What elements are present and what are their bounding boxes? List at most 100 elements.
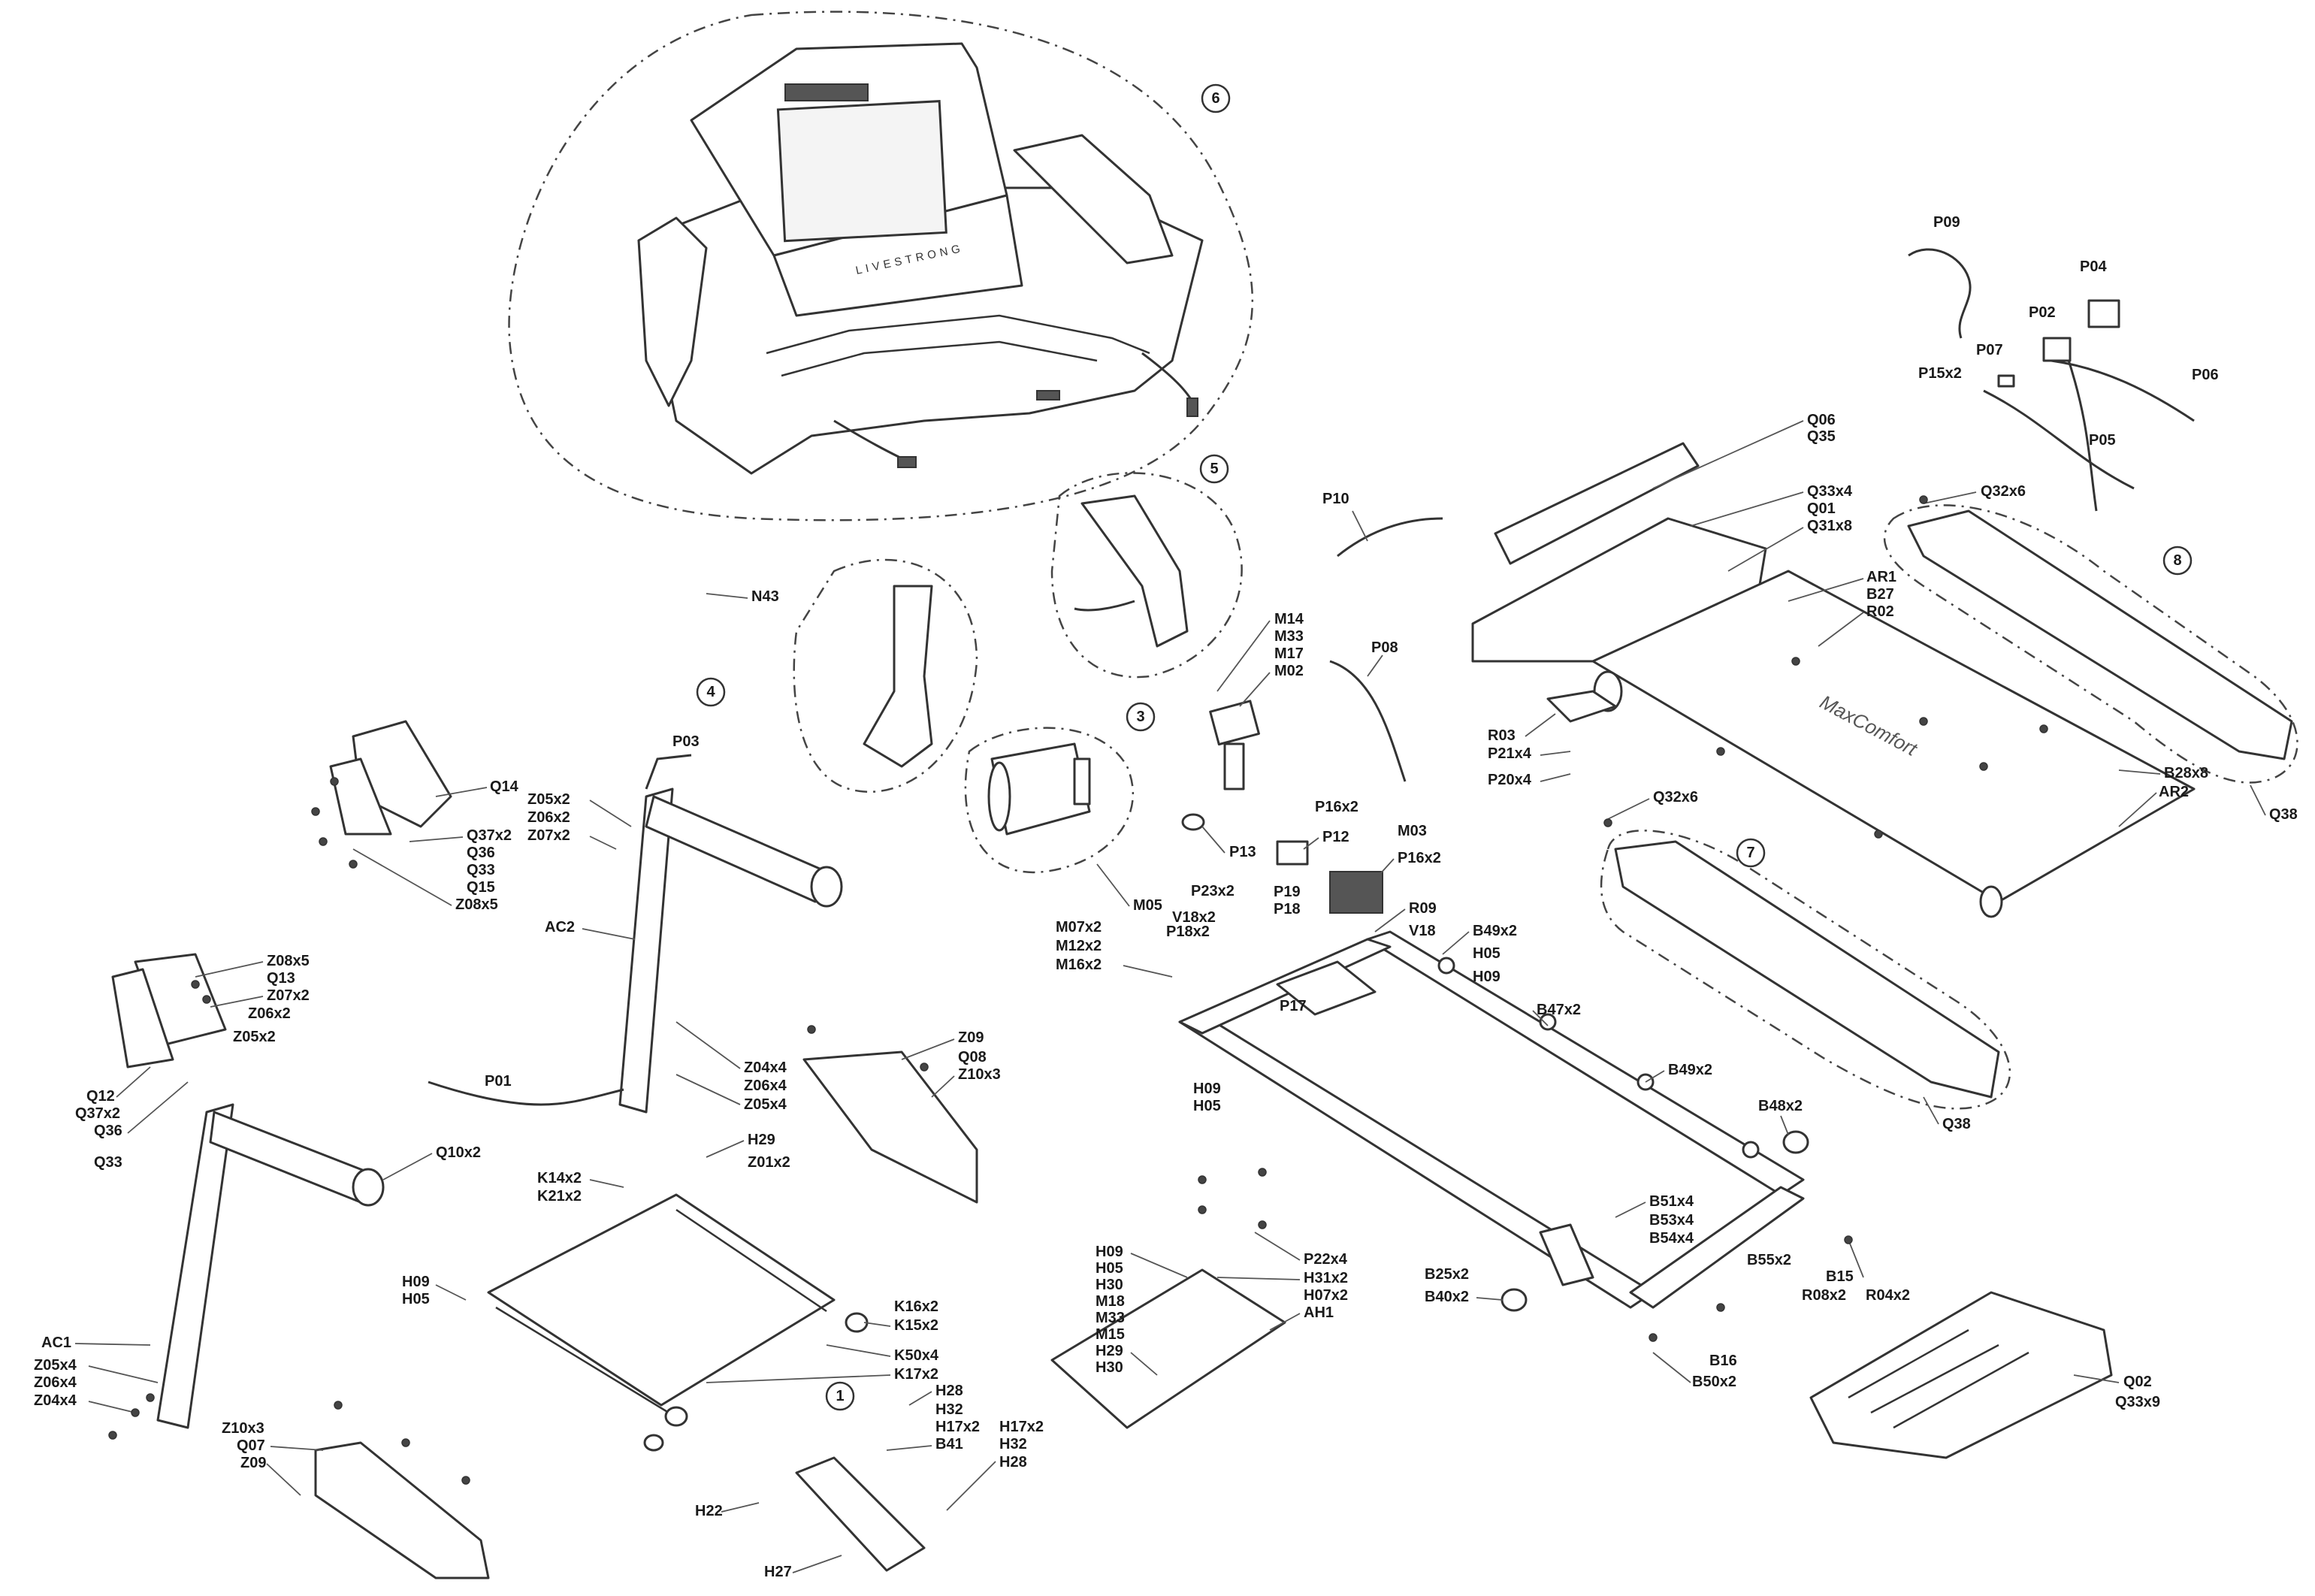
- label-z08x5-left: Z08x5: [267, 953, 310, 969]
- label-r09: R09: [1409, 900, 1437, 917]
- label-p16x2-right: P16x2: [1398, 850, 1441, 866]
- label-q32x6-right: Q32x6: [1981, 483, 2026, 500]
- label-q07: Q07: [237, 1437, 265, 1454]
- label-m18: M18: [1096, 1293, 1125, 1310]
- label-k17x2: K17x2: [894, 1366, 938, 1383]
- console-connector-c: [897, 456, 917, 468]
- grip-5-wire: [1074, 600, 1135, 612]
- fasteners: [108, 495, 2048, 1485]
- main-frame: [1178, 930, 1809, 1312]
- label-ac2: AC2: [545, 919, 575, 936]
- label-m05: M05: [1133, 897, 1162, 914]
- label-q33-left: Q33: [94, 1154, 122, 1171]
- cable-p10: [1337, 517, 1443, 558]
- side-rail-8-outline: [1883, 504, 2298, 784]
- console-screen: [776, 100, 947, 243]
- label-ah1: AH1: [1304, 1304, 1334, 1321]
- label-b15: B15: [1826, 1268, 1854, 1285]
- label-p17: P17: [1280, 998, 1307, 1014]
- base-frame: [487, 1193, 869, 1452]
- label-h17x2-a: H17x2: [935, 1419, 980, 1435]
- label-k15x2: K15x2: [894, 1317, 938, 1334]
- label-q33-upper: Q33: [467, 862, 495, 878]
- label-h17x2-b: H17x2: [999, 1419, 1044, 1435]
- label-k21x2: K21x2: [537, 1188, 582, 1205]
- drive-belt: [1546, 690, 1617, 723]
- label-b48x2: B48x2: [1758, 1098, 1803, 1114]
- handle-cover-q12: [111, 968, 174, 1069]
- label-m33-b: M33: [1096, 1310, 1125, 1326]
- label-h07x2: H07x2: [1304, 1287, 1348, 1304]
- side-rail-7-outline: [1600, 830, 2011, 1110]
- cable-p01: [428, 1081, 624, 1106]
- label-p10: P10: [1322, 491, 1349, 507]
- label-h05-top: H05: [1473, 945, 1501, 962]
- label-q14: Q14: [490, 778, 519, 795]
- console-connector-a: [1036, 390, 1060, 401]
- label-h31x2: H31x2: [1304, 1270, 1348, 1286]
- label-m02: M02: [1274, 663, 1304, 679]
- grip-5-body: [1080, 494, 1189, 648]
- label-h32-b: H32: [999, 1436, 1027, 1452]
- label-p06: P06: [2192, 367, 2219, 383]
- label-v18: V18: [1409, 923, 1436, 939]
- side-rail-7: [1614, 840, 2000, 1099]
- label-q37x2-left: Q37x2: [75, 1105, 120, 1122]
- label-z05x2-upper: Z05x2: [527, 791, 570, 808]
- label-p09: P09: [1933, 214, 1960, 231]
- label-k16x2: K16x2: [894, 1298, 938, 1315]
- label-h09-top: H09: [1473, 969, 1501, 985]
- label-z05x4-left: Z05x4: [34, 1357, 77, 1374]
- label-n43: N43: [751, 588, 779, 605]
- label-m16x2: M16x2: [1056, 957, 1102, 973]
- console-tray: [781, 340, 1098, 377]
- console-speaker-grille: [784, 83, 869, 101]
- label-p01: P01: [485, 1073, 512, 1090]
- label-q36-left: Q36: [94, 1123, 122, 1139]
- frame-rail-right: [1366, 930, 1805, 1196]
- label-m07x2: M07x2: [1056, 919, 1102, 936]
- label-b27: B27: [1866, 586, 1894, 603]
- label-q37x2-upper: Q37x2: [467, 827, 512, 844]
- power-entry: [1908, 248, 2195, 512]
- label-h28-top: H28: [935, 1383, 963, 1399]
- console-left-grip: [637, 216, 708, 407]
- label-p21x4: P21x4: [1488, 745, 1532, 762]
- callout-number: 6: [1211, 90, 1219, 107]
- hood-lid: [1494, 442, 1700, 565]
- label-p20x4: P20x4: [1488, 772, 1532, 788]
- callout-3: 3: [1126, 702, 1156, 732]
- label-q32x6-left: Q32x6: [1653, 789, 1698, 806]
- upright-left-ac1: [156, 1103, 385, 1429]
- part-labels: P09 P04 P02 P07 P15x2 P06 P05 Q06 Q35 Q3…: [34, 214, 2298, 1580]
- label-h27: H27: [764, 1564, 792, 1580]
- front-wheel: [1501, 1288, 1528, 1312]
- label-q38-lower: Q38: [1942, 1116, 1971, 1132]
- label-b49x2-mid: B49x2: [1668, 1062, 1712, 1078]
- frame-support-leg: [1539, 1223, 1594, 1286]
- label-h09-b: H09: [1096, 1244, 1123, 1260]
- label-z08x5-upper: Z08x5: [455, 896, 498, 913]
- label-b51x4: B51x4: [1649, 1193, 1694, 1210]
- console-assembly-outline: [508, 11, 1254, 521]
- label-h05-mid: H05: [1193, 1098, 1221, 1114]
- label-h32-top: H32: [935, 1401, 963, 1418]
- label-q02: Q02: [2123, 1374, 2152, 1390]
- label-z07x2-upper: Z07x2: [527, 827, 570, 844]
- callout-4: 4: [696, 677, 726, 707]
- label-m14: M14: [1274, 611, 1304, 627]
- label-h22: H22: [695, 1503, 723, 1519]
- label-p16x2-top: P16x2: [1315, 799, 1358, 815]
- side-rail-8: [1907, 509, 2293, 760]
- label-z04x4-mid: Z04x4: [744, 1059, 787, 1076]
- label-z06x4-mid: Z06x4: [744, 1078, 787, 1094]
- console-handle-bar: [766, 314, 1150, 355]
- label-b49x2-top: B49x2: [1473, 923, 1517, 939]
- label-z07x2-left: Z07x2: [267, 987, 310, 1004]
- label-p18x2: P18x2: [1166, 923, 1210, 940]
- label-k50x4: K50x4: [894, 1347, 939, 1364]
- label-z10x3-bottom: Z10x3: [222, 1420, 264, 1437]
- incline-bracket: [1050, 1268, 1286, 1429]
- upright-right-ac2: [618, 787, 843, 1114]
- label-h05-left: H05: [402, 1291, 430, 1307]
